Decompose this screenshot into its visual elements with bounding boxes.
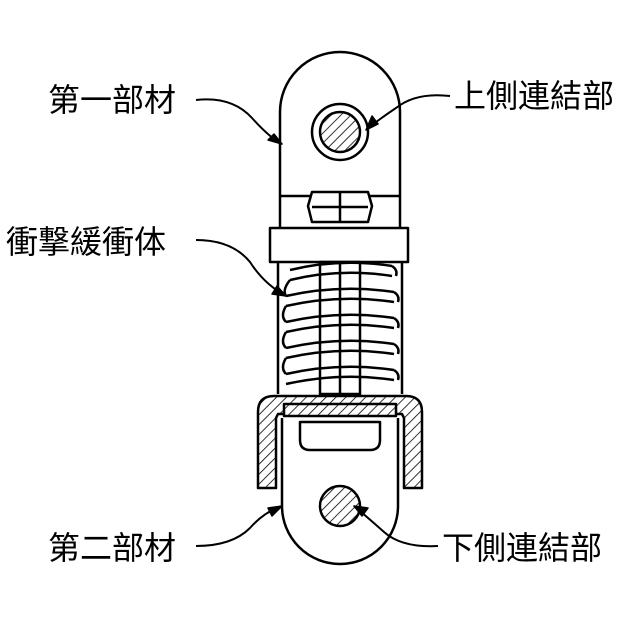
- label-second-member: 第二部材: [48, 532, 176, 564]
- upper-connection-pin: [320, 112, 360, 152]
- upper-spring-seat: [270, 228, 408, 262]
- slot-window: [300, 422, 380, 450]
- leader-second-member: [196, 506, 282, 546]
- leader-upper-connection: [366, 95, 450, 130]
- lower-plate: [284, 404, 396, 416]
- label-shock-absorber: 衝撃緩衝体: [6, 226, 166, 258]
- label-first-member: 第一部材: [48, 84, 176, 116]
- leader-first-member: [196, 99, 282, 144]
- label-upper-connection: 上側連結部: [454, 80, 614, 112]
- arrowhead-second-member: [268, 506, 282, 516]
- label-lower-connection: 下側連結部: [442, 532, 602, 564]
